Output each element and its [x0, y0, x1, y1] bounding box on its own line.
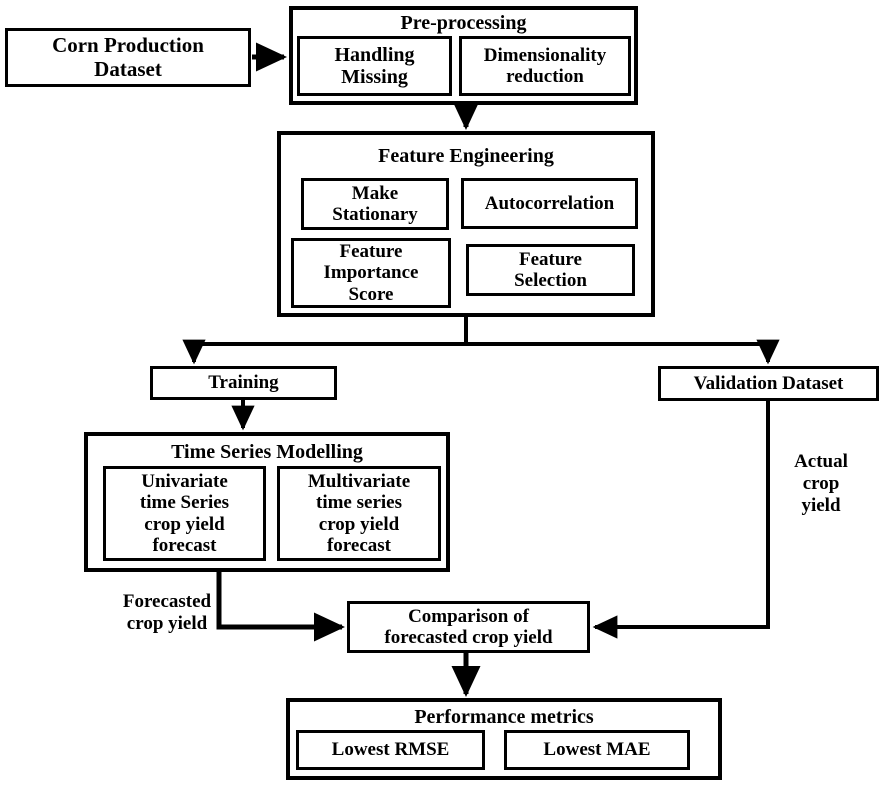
group-pre-processing-title: Pre-processing	[400, 12, 527, 34]
edge-validation-to-comparison	[592, 400, 770, 639]
node-lowest-rmse[interactable]: Lowest RMSE	[296, 730, 485, 770]
node-comparison-label: Comparison of forecasted crop yield	[384, 605, 553, 648]
node-autocorrelation-label: Autocorrelation	[484, 192, 615, 214]
node-dimensionality-reduction-label: Dimensionality reduction	[483, 44, 607, 87]
node-dimensionality-reduction[interactable]: Dimensionality reduction	[459, 36, 631, 96]
node-training[interactable]: Training	[150, 366, 337, 400]
node-corn-production-dataset[interactable]: Corn Production Dataset	[5, 28, 251, 87]
edge-time-series-to-comparison	[216, 572, 346, 642]
node-validation-dataset[interactable]: Validation Dataset	[658, 366, 879, 401]
group-time-series-modelling-title: Time Series Modelling	[171, 441, 363, 463]
node-lowest-mae[interactable]: Lowest MAE	[504, 730, 690, 770]
node-comparison-of-forecasted-crop-yield[interactable]: Comparison of forecasted crop yield	[347, 601, 590, 653]
node-autocorrelation[interactable]: Autocorrelation	[461, 178, 638, 229]
node-corn-production-dataset-label: Corn Production Dataset	[52, 32, 204, 81]
node-lowest-mae-label: Lowest MAE	[543, 739, 651, 761]
node-feature-selection[interactable]: Feature Selection	[466, 244, 635, 296]
node-validation-dataset-label: Validation Dataset	[693, 372, 844, 394]
node-make-stationary-label: Make Stationary	[332, 182, 418, 225]
group-feature-engineering-title: Feature Engineering	[378, 145, 554, 167]
node-handling-missing[interactable]: Handling Missing	[297, 36, 452, 96]
node-multivariate-forecast-label: Multivariate time series crop yield fore…	[307, 470, 411, 556]
node-multivariate-forecast[interactable]: Multivariate time series crop yield fore…	[277, 466, 441, 561]
edge-label-forecasted-crop-yield: Forecasted crop yield	[122, 591, 212, 634]
node-feature-selection-label: Feature Selection	[514, 248, 587, 291]
node-univariate-forecast-label: Univariate time Series crop yield foreca…	[139, 470, 230, 556]
edge-label-actual-crop-yield: Actual crop yield	[794, 451, 848, 516]
node-univariate-forecast[interactable]: Univariate time Series crop yield foreca…	[103, 466, 266, 561]
node-feature-importance-score[interactable]: Feature Importance Score	[291, 238, 451, 308]
node-lowest-rmse-label: Lowest RMSE	[331, 739, 450, 761]
node-handling-missing-label: Handling Missing	[334, 43, 415, 88]
group-performance-metrics-title: Performance metrics	[414, 706, 594, 728]
node-make-stationary[interactable]: Make Stationary	[301, 178, 449, 230]
node-training-label: Training	[208, 372, 279, 394]
node-feature-importance-score-label: Feature Importance Score	[323, 241, 419, 305]
